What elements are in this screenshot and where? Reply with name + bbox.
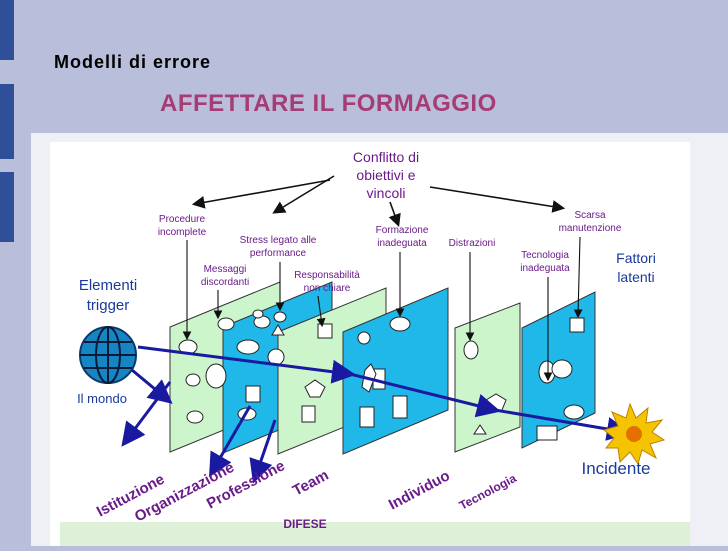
label-scarsa-1: Scarsa <box>574 210 606 221</box>
fattori-latenti-label: Fattori latenti <box>616 250 656 285</box>
label-messaggi-2: discordanti <box>201 277 249 288</box>
swiss-cheese-diagram: Conflitto di obiettivi e vincoli Procedu… <box>50 142 690 546</box>
globe-icon <box>79 326 137 384</box>
defenses-band <box>60 522 690 546</box>
elementi-trigger-label: Elementi trigger <box>79 277 137 314</box>
label-responsabilita-2: non chiare <box>304 283 351 294</box>
trigger-line-1: Elementi <box>79 277 137 294</box>
il-mondo-label: Il mondo <box>77 391 127 406</box>
label-procedure-2: incomplete <box>158 227 207 238</box>
label-distrazioni: Distrazioni <box>449 238 496 249</box>
label-formazione-2: inadeguata <box>377 238 427 249</box>
label-scarsa-2: manutenzione <box>559 223 622 234</box>
slide-subtitle: AFFETTARE IL FORMAGGIO <box>160 90 497 117</box>
layer-names: Istituzione Organizzazione Professione T… <box>94 457 519 525</box>
label-responsabilita-1: Responsabilità <box>294 270 360 281</box>
slice-individuo <box>454 302 521 453</box>
conflict-line-3: vincoli <box>367 185 406 201</box>
left-accent-bar-3 <box>0 172 14 242</box>
label-formazione-1: Formazione <box>376 225 429 236</box>
incidente-label: Incidente <box>582 459 651 478</box>
label-messaggi-1: Messaggi <box>204 264 247 275</box>
left-accent-bar-2 <box>0 84 14 159</box>
trigger-line-2: trigger <box>87 297 130 314</box>
conflict-line-1: Conflitto di <box>353 149 419 165</box>
trajectory-arrows <box>121 345 631 484</box>
layer-team: Team <box>290 467 332 500</box>
incident-core <box>626 426 642 442</box>
conflict-line-2: obiettivi e <box>356 167 415 183</box>
diagram-canvas: Conflitto di obiettivi e vincoli Procedu… <box>60 149 690 546</box>
latent-labels: Procedure incomplete Stress legato alle … <box>158 210 622 294</box>
layer-tecnologia: Tecnologia <box>457 471 519 513</box>
label-stress-2: performance <box>250 248 307 259</box>
label-tecnologia-1: Tecnologia <box>521 250 569 261</box>
fattori-line-2: latenti <box>617 269 654 285</box>
label-procedure-1: Procedure <box>159 214 206 225</box>
label-pointers <box>182 236 583 382</box>
label-stress-1: Stress legato alle <box>240 235 317 246</box>
left-accent-bar-1 <box>0 0 14 60</box>
fattori-line-1: Fattori <box>616 250 656 266</box>
difese-label: DIFESE <box>283 517 326 531</box>
label-tecnologia-2: inadeguata <box>520 263 570 274</box>
top-conflict-label: Conflitto di obiettivi e vincoli <box>353 149 419 201</box>
conflict-arrows <box>191 175 566 228</box>
layer-individuo: Individuo <box>386 467 453 513</box>
slide-title: Modelli di errore <box>54 52 212 72</box>
slice-holes <box>178 309 585 441</box>
